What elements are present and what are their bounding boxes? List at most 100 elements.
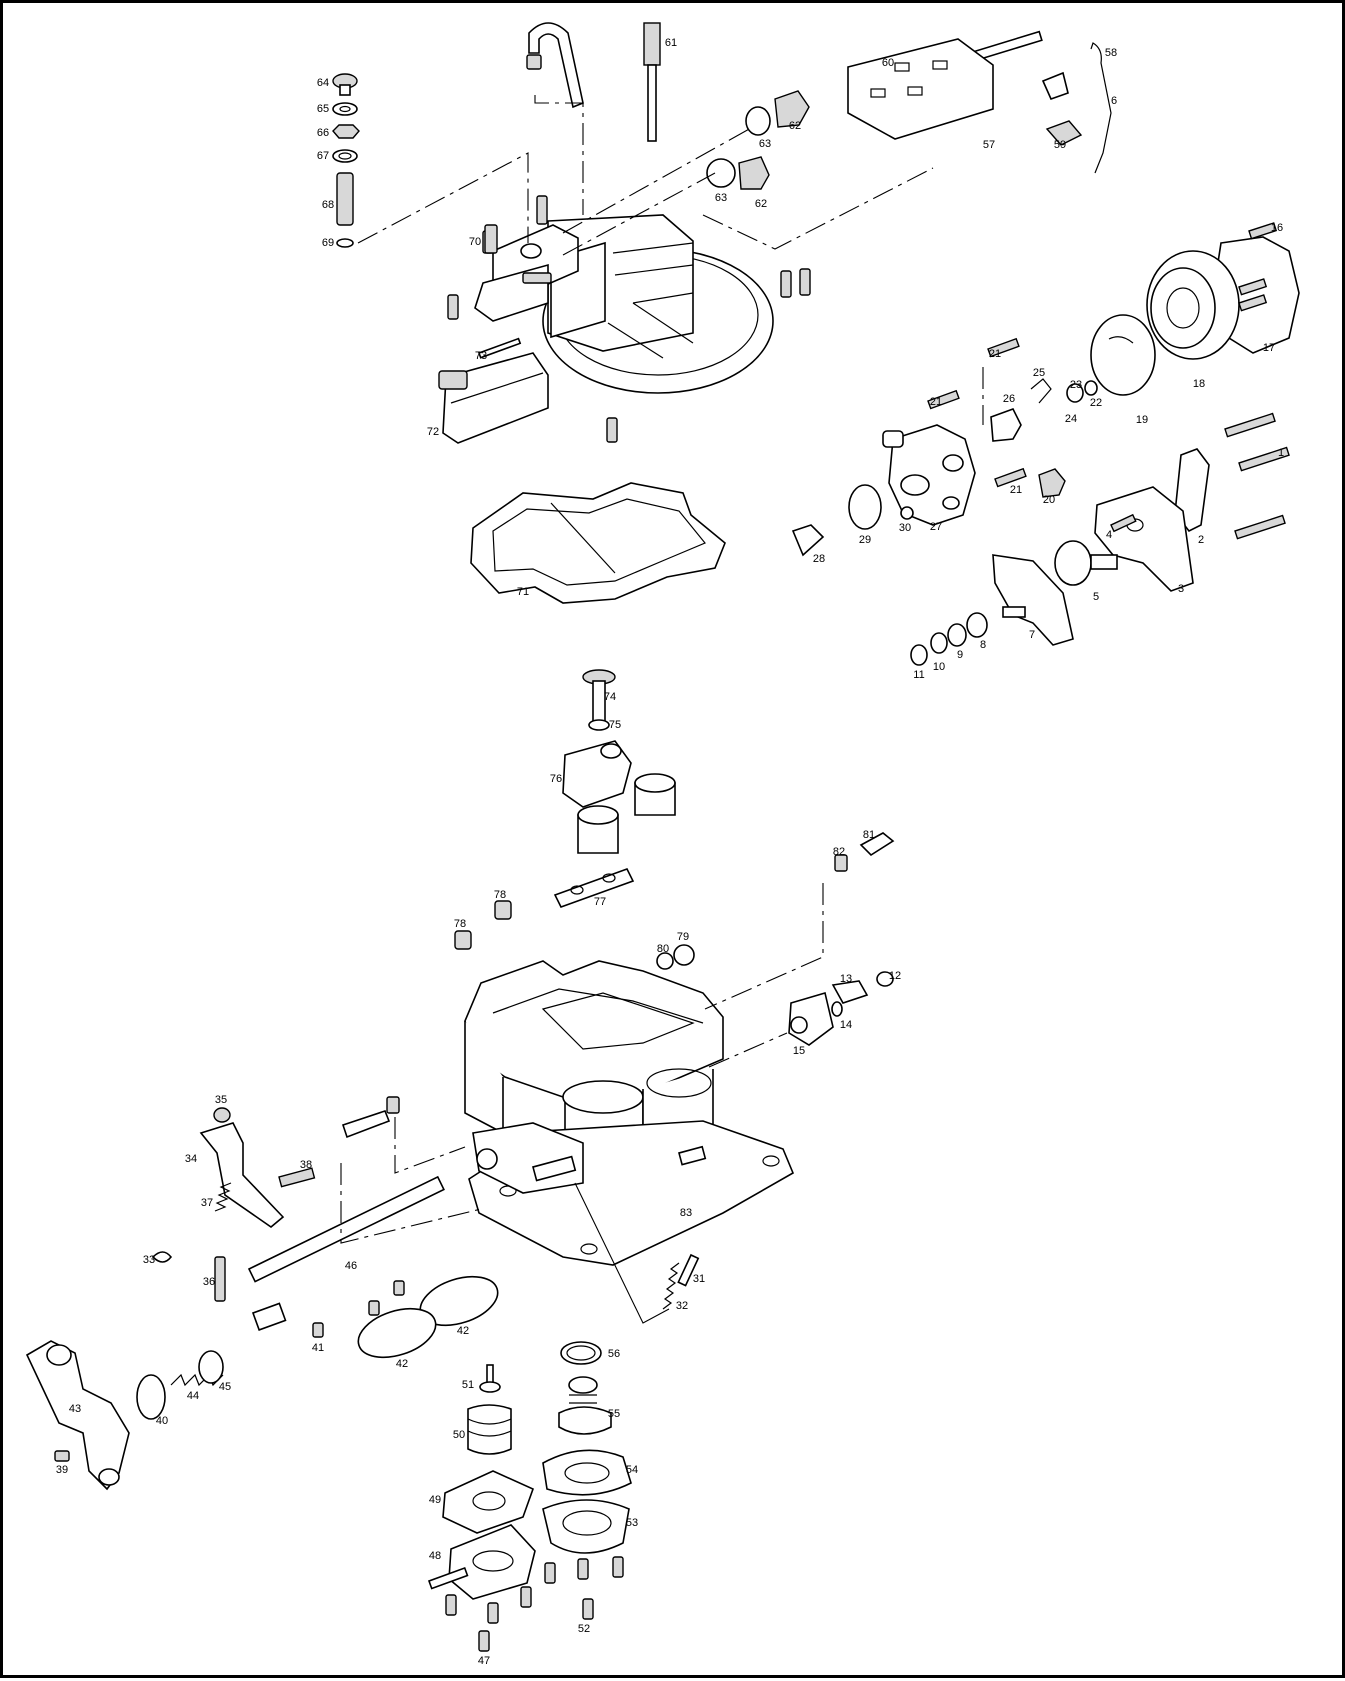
gasket-71 <box>470 482 726 604</box>
callout-63: 63 <box>715 192 727 204</box>
venturi-cluster <box>553 669 676 908</box>
main-body <box>464 960 795 1266</box>
callout-78: 78 <box>494 889 506 901</box>
callout-52: 52 <box>578 1623 590 1635</box>
callout-55: 55 <box>608 1408 620 1420</box>
callout-66: 66 <box>317 127 329 139</box>
callout-78: 78 <box>454 918 466 930</box>
stud-61 <box>643 22 661 142</box>
callout-33: 33 <box>143 1254 155 1266</box>
callout-30: 30 <box>899 522 911 534</box>
callout-63: 63 <box>759 138 771 150</box>
callout-36: 36 <box>203 1276 215 1288</box>
callout-27: 27 <box>930 521 942 533</box>
callout-38: 38 <box>300 1159 312 1171</box>
callout-57: 57 <box>983 139 995 151</box>
callout-49: 49 <box>429 1494 441 1506</box>
pin-73 <box>477 337 522 359</box>
choke-housing-group <box>791 222 1300 666</box>
callout-19: 19 <box>1136 414 1148 426</box>
callout-5: 5 <box>1093 591 1099 603</box>
callout-7: 7 <box>1029 629 1035 641</box>
callout-65: 65 <box>317 103 329 115</box>
callout-12: 12 <box>889 970 901 982</box>
callout-labels: 1234567891011121314151617181920212121222… <box>56 37 1284 1667</box>
callout-25: 25 <box>1033 367 1045 379</box>
callout-69: 69 <box>322 237 334 249</box>
callout-62: 62 <box>755 198 767 210</box>
callout-51: 51 <box>462 1379 474 1391</box>
callout-40: 40 <box>156 1415 168 1427</box>
callout-22: 22 <box>1090 397 1102 409</box>
callout-47: 47 <box>478 1655 490 1667</box>
callout-39: 39 <box>56 1464 68 1476</box>
callout-18: 18 <box>1193 378 1205 390</box>
jets-78-82 <box>454 832 895 970</box>
callout-9: 9 <box>957 649 963 661</box>
callout-60: 60 <box>882 57 894 69</box>
callout-58: 58 <box>1105 47 1117 59</box>
callout-44: 44 <box>187 1390 199 1402</box>
screw-70 <box>484 224 498 254</box>
callout-13: 13 <box>840 973 852 985</box>
callout-76: 76 <box>550 773 562 785</box>
callout-24: 24 <box>1065 413 1077 425</box>
plugs-62-63 <box>706 90 810 190</box>
callout-53: 53 <box>626 1517 638 1529</box>
callout-83: 83 <box>680 1207 692 1219</box>
callout-46: 46 <box>345 1260 357 1272</box>
callout-82: 82 <box>833 846 845 858</box>
callout-31: 31 <box>693 1273 705 1285</box>
choke-shaft-group <box>847 30 1112 174</box>
callout-3: 3 <box>1178 583 1184 595</box>
spring-left <box>386 1096 400 1114</box>
needle-38 <box>278 1167 316 1188</box>
leader-lines <box>340 95 984 1324</box>
callout-1: 1 <box>1278 447 1284 459</box>
callout-81: 81 <box>863 829 875 841</box>
callout-6: 6 <box>1111 95 1117 107</box>
callout-2: 2 <box>1198 534 1204 546</box>
callout-75: 75 <box>609 719 621 731</box>
callout-42: 42 <box>457 1325 469 1337</box>
callout-26: 26 <box>1003 393 1015 405</box>
callout-42: 42 <box>396 1358 408 1370</box>
callout-79: 79 <box>677 931 689 943</box>
callout-59: 59 <box>1054 139 1066 151</box>
needle-31 <box>677 1253 700 1287</box>
callout-54: 54 <box>626 1464 638 1476</box>
throttle-linkage <box>25 1107 499 1491</box>
callout-34: 34 <box>185 1153 197 1165</box>
callout-28: 28 <box>813 553 825 565</box>
callout-4: 4 <box>1106 529 1112 541</box>
callout-43: 43 <box>69 1403 81 1415</box>
callout-62: 62 <box>789 120 801 132</box>
callout-16: 16 <box>1271 222 1283 234</box>
callout-61: 61 <box>665 37 677 49</box>
callout-50: 50 <box>453 1429 465 1441</box>
callout-45: 45 <box>219 1381 231 1393</box>
callout-77: 77 <box>594 896 606 908</box>
spring-32 <box>662 1262 680 1310</box>
callout-71: 71 <box>517 586 529 598</box>
pump-group <box>427 1341 632 1652</box>
callout-11: 11 <box>913 669 924 681</box>
callout-56: 56 <box>608 1348 620 1360</box>
callout-41: 41 <box>312 1342 324 1354</box>
carburetor-exploded-view: 1234567891011121314151617181920212121222… <box>25 22 1300 1667</box>
callout-8: 8 <box>980 639 986 651</box>
callout-73: 73 <box>475 350 487 362</box>
callout-80: 80 <box>657 943 669 955</box>
callout-23: 23 <box>1070 379 1082 391</box>
callout-20: 20 <box>1043 494 1055 506</box>
callout-21: 21 <box>1010 484 1022 496</box>
callout-67: 67 <box>317 150 329 162</box>
callout-64: 64 <box>317 77 329 89</box>
air-horn-assembly <box>438 22 811 444</box>
needle-seat-stack <box>332 73 360 248</box>
callout-32: 32 <box>676 1300 688 1312</box>
callout-29: 29 <box>859 534 871 546</box>
callout-74: 74 <box>604 691 616 703</box>
callout-72: 72 <box>427 426 439 438</box>
